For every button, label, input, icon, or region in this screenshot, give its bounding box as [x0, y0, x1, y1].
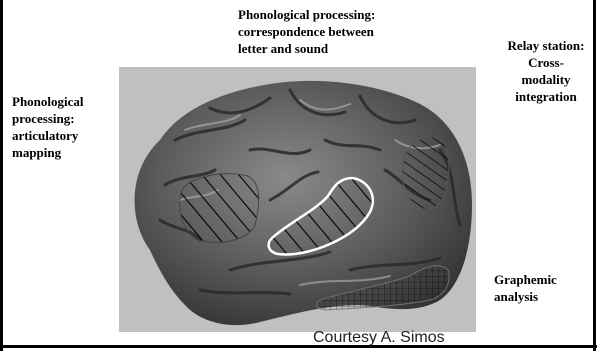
region-articulatory-mapping: [180, 174, 259, 243]
label-letter-sound-correspondence: Phonological processing: correspondence …: [238, 6, 375, 57]
label-graphemic-analysis: Graphemic analysis: [494, 271, 557, 305]
region-cross-modality-integration: [402, 137, 449, 210]
label-relay-station: Relay station: Cross- modality integrati…: [498, 37, 594, 105]
image-credit: Courtesy A. Simos: [313, 329, 445, 347]
label-articulatory-mapping: Phonological processing: articulatory ma…: [12, 93, 84, 161]
